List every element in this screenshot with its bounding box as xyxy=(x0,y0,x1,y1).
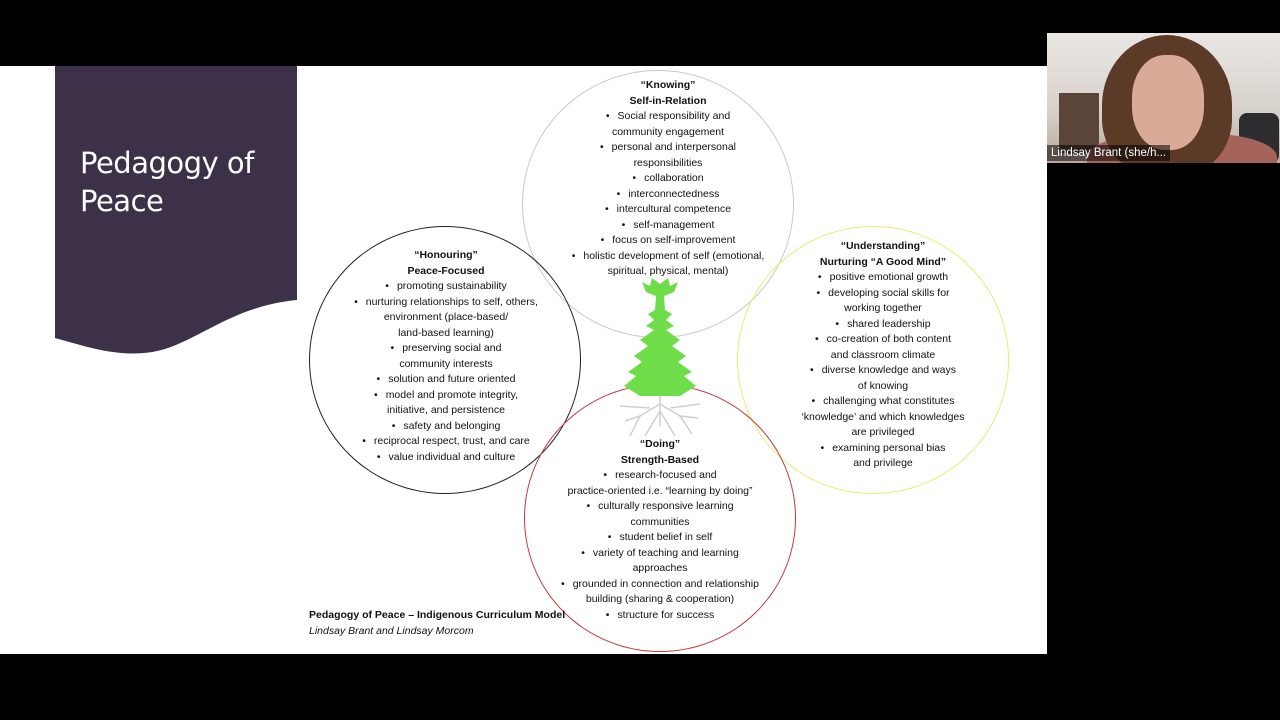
participant-face xyxy=(1132,55,1204,150)
list-item: spiritual, physical, mental) xyxy=(607,265,729,277)
list-item: •focus on self-improvement xyxy=(600,234,736,246)
list-item: •interconnectedness xyxy=(616,187,720,200)
list-item: •structure for success xyxy=(605,608,715,621)
list-item: environment (place-based/ xyxy=(383,311,509,323)
list-item: •promoting sustainability xyxy=(385,280,507,292)
understanding-circle xyxy=(737,226,1009,494)
list-item: •personal and interpersonal xyxy=(599,141,737,153)
participant-name: Lindsay Brant (she/h... xyxy=(1047,145,1171,161)
list-item: building (sharing & cooperation) xyxy=(585,593,735,605)
list-item: working together xyxy=(844,302,922,314)
tree-icon xyxy=(600,276,720,446)
doing-subheading: Strength-Based xyxy=(620,453,700,466)
list-item: initiative, and persistence xyxy=(387,404,505,416)
list-item: practice-oriented i.e. “learning by doin… xyxy=(567,484,753,497)
knowing-text: “Knowing” Self-in-Relation •Social respo… xyxy=(548,78,788,280)
list-item: •research-focused and xyxy=(603,469,717,481)
list-item: responsibilities xyxy=(633,156,703,169)
list-item: •examining personal bias xyxy=(820,441,946,454)
list-item: ‘knowledge’ and which knowledges xyxy=(801,410,965,423)
list-item: •safety and belonging xyxy=(391,419,501,432)
honouring-heading: “Honouring” xyxy=(414,249,478,261)
doing-text: “Doing” Strength-Based •research-focused… xyxy=(540,437,780,623)
list-item: •holistic development of self (emotional… xyxy=(571,249,765,262)
list-item: •solution and future oriented xyxy=(376,373,516,385)
slide-caption: Pedagogy of Peace – Indigenous Curriculu… xyxy=(309,607,565,639)
caption-title: Pedagogy of Peace – Indigenous Curriculu… xyxy=(309,609,566,621)
bookshelf xyxy=(1059,93,1099,153)
list-item: •nurturing relationships to self, others… xyxy=(354,295,538,308)
list-item: •student belief in self xyxy=(607,531,713,543)
caption-authors: Lindsay Brant and Lindsay Morcom xyxy=(309,625,474,637)
list-item: •self-management xyxy=(621,218,715,231)
list-item: •culturally responsive learning xyxy=(586,500,734,512)
list-item: •positive emotional growth xyxy=(817,271,949,283)
doing-heading: “Doing” xyxy=(639,438,681,450)
honouring-circle xyxy=(309,226,581,494)
list-item: community interests xyxy=(399,357,493,370)
list-item: •variety of teaching and learning xyxy=(581,546,739,559)
slide-title: Pedagogy of Peace xyxy=(80,146,254,218)
list-item: communities xyxy=(630,515,690,528)
list-item: •co-creation of both content xyxy=(814,333,952,345)
list-item: •Social responsibility and xyxy=(605,110,731,122)
list-item: community engagement xyxy=(611,125,725,138)
list-item: are privileged xyxy=(851,426,915,438)
list-item: •preserving social and xyxy=(390,342,502,354)
understanding-subheading: Nurturing “A Good Mind” xyxy=(819,255,947,268)
understanding-text: “Understanding” Nurturing “A Good Mind” … xyxy=(774,239,992,472)
list-item: •value individual and culture xyxy=(376,450,516,463)
list-item: •shared leadership xyxy=(835,317,931,330)
list-item: •reciprocal respect, trust, and care xyxy=(362,435,530,447)
participant-video-tile[interactable]: Lindsay Brant (she/h... xyxy=(1047,33,1280,163)
understanding-heading: “Understanding” xyxy=(840,240,926,252)
title-banner: Pedagogy of Peace xyxy=(55,66,297,356)
knowing-subheading: Self-in-Relation xyxy=(629,94,707,107)
knowing-heading: “Knowing” xyxy=(640,79,696,91)
list-item: •collaboration xyxy=(632,172,704,184)
honouring-text: “Honouring” Peace-Focused •promoting sus… xyxy=(326,248,566,465)
list-item: •developing social skills for xyxy=(816,286,950,299)
list-item: and privilege xyxy=(853,457,913,469)
list-item: •challenging what constitutes xyxy=(811,395,955,407)
list-item: •diverse knowledge and ways xyxy=(810,364,956,376)
list-item: •model and promote integrity, xyxy=(374,388,518,401)
list-item: approaches xyxy=(632,562,688,574)
honouring-subheading: Peace-Focused xyxy=(407,264,485,277)
presentation-slide: Pedagogy of Peace “Knowing” Self-in-Rela… xyxy=(0,66,1047,654)
list-item: •grounded in connection and relationship xyxy=(561,577,759,590)
list-item: of knowing xyxy=(857,379,909,392)
list-item: and classroom climate xyxy=(830,348,936,361)
list-item: land-based learning) xyxy=(398,326,494,339)
list-item: •intercultural competence xyxy=(604,203,732,215)
